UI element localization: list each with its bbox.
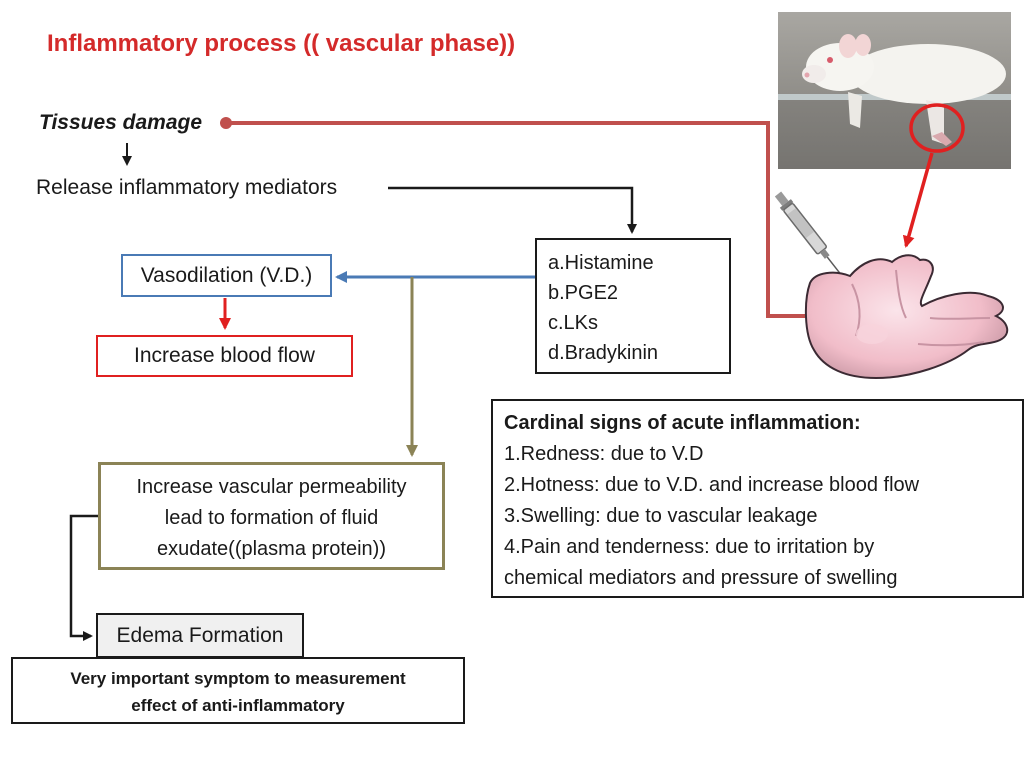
mediator-item: a.Histamine [548, 252, 654, 274]
cardinal-sign-item: 3.Swelling: due to vascular leakage [504, 505, 818, 527]
permeability-to-edema-arrow [69, 514, 98, 641]
tissue-connector [220, 117, 872, 321]
cardinal-sign-item: 4.Pain and tenderness: due to irritation… [504, 536, 875, 558]
cardinal-sign-item: 1.Redness: due to V.D [504, 443, 704, 465]
cardinal-sign-item: 2.Hotness: due to V.D. and increase bloo… [504, 474, 920, 496]
important-symptom-line: Very important symptom to measurement [70, 669, 406, 688]
increase-blood-flow-box: Increase blood flow [96, 335, 353, 377]
mediator-item: b.PGE2 [548, 282, 619, 304]
cardinal-signs-heading: Cardinal signs of acute inflammation: [504, 412, 861, 434]
mediator-item: c.LKs [548, 312, 599, 334]
vascular-permeability-box: Increase vascular permeability lead to f… [98, 462, 445, 570]
edema-formation-label: Edema Formation [116, 623, 284, 647]
increase-blood-flow-label: Increase blood flow [134, 344, 315, 367]
important-symptom-box: Very important symptom to measurement ef… [11, 657, 465, 724]
edema-formation-box: Edema Formation [96, 613, 304, 658]
vascular-permeability-line: exudate((plasma protein)) [157, 538, 386, 560]
vascular-permeability-line: lead to formation of fluid [164, 507, 379, 529]
release-mediators-label: Release inflammatory mediators [36, 176, 338, 199]
mediators-list-box: a.Histamine b.PGE2 c.LKs d.Bradykinin [535, 238, 731, 374]
syringe-icon [774, 191, 843, 277]
paw-illustration [804, 254, 1009, 380]
zoom-arrow [902, 152, 934, 248]
vascular-permeability-line: Increase vascular permeability [136, 476, 407, 498]
vasodilation-box: Vasodilation (V.D.) [121, 254, 332, 297]
mediator-item: d.Bradykinin [548, 342, 659, 364]
tissues-damage-label: Tissues damage [39, 111, 203, 134]
vasodilation-label: Vasodilation (V.D.) [140, 263, 313, 287]
release-to-mediators-arrow [388, 186, 637, 234]
important-symptom-line: effect of anti-inflammatory [131, 696, 345, 715]
cardinal-sign-item: chemical mediators and pressure of swell… [504, 567, 898, 589]
paw-highlight-circle [909, 103, 965, 153]
cardinal-signs-box: Cardinal signs of acute inflammation: 1.… [491, 399, 1024, 598]
page-title: Inflammatory process (( vascular phase)) [47, 30, 516, 57]
rat-photo [778, 12, 1011, 169]
